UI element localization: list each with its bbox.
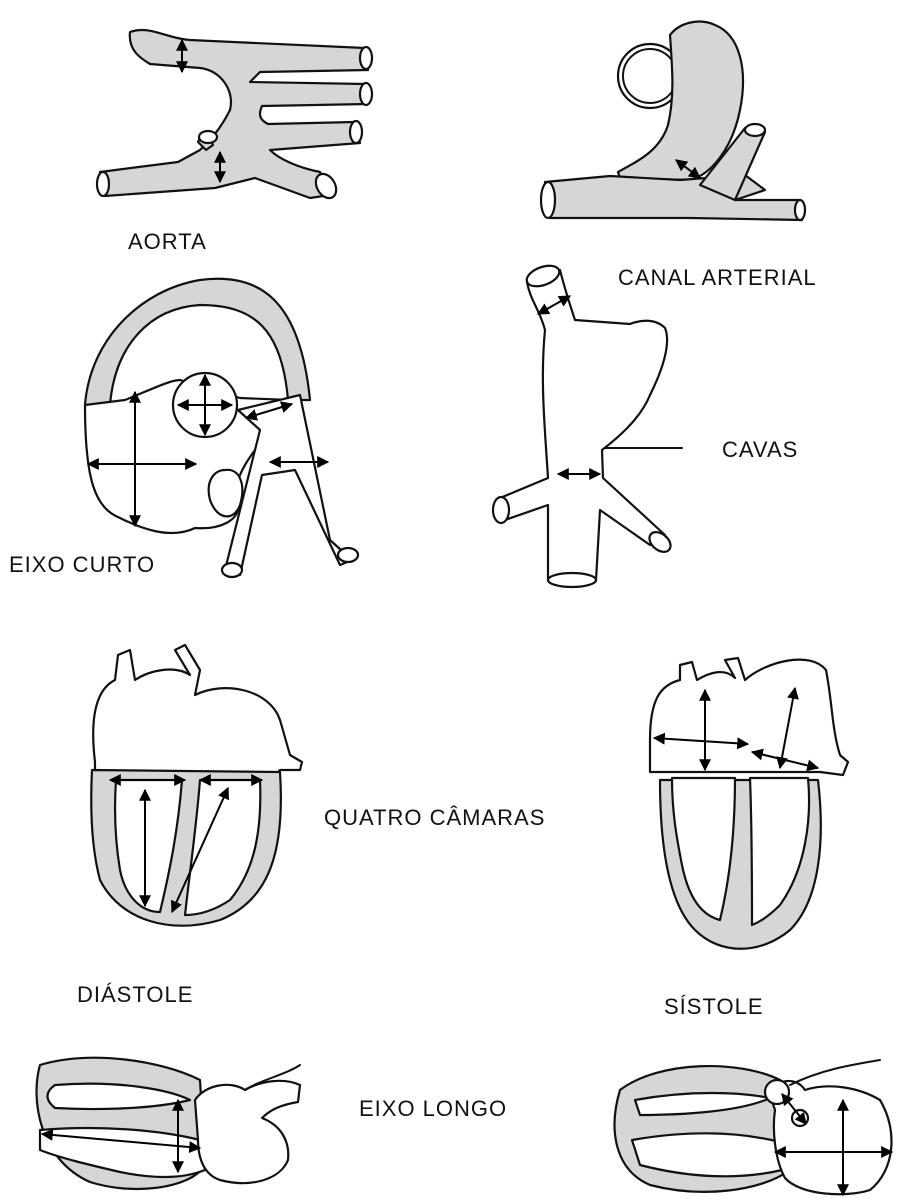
label-sistole: SÍSTOLE — [664, 994, 764, 1020]
eixo-longo-diastole-drawing — [37, 1058, 300, 1189]
quatro-camaras-sistole-drawing — [650, 658, 848, 949]
aorta-drawing — [97, 30, 372, 202]
eixo-curto-drawing — [85, 279, 358, 577]
eixo-longo-sistole-drawing — [615, 1060, 892, 1195]
label-canal-arterial: CANAL ARTERIAL — [618, 265, 817, 291]
label-quatro-camaras: QUATRO CÂMARAS — [324, 805, 545, 831]
cavas-drawing — [493, 262, 682, 587]
label-eixo-longo: EIXO LONGO — [359, 1096, 507, 1122]
label-eixo-curto: EIXO CURTO — [9, 552, 155, 578]
canal-arterial-drawing — [541, 22, 805, 220]
label-aorta: AORTA — [128, 229, 207, 255]
label-diastole: DIÁSTOLE — [77, 982, 193, 1008]
label-cavas: CAVAS — [722, 437, 798, 463]
quatro-camaras-diastole-drawing — [91, 645, 302, 926]
